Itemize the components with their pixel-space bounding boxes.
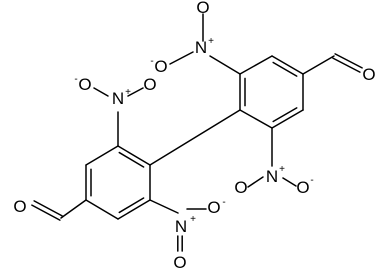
aldehyde-c-bond xyxy=(60,199,87,219)
nitro-plus: + xyxy=(125,87,131,98)
nitro-minus: - xyxy=(222,197,225,208)
nitro-nitrogen: N xyxy=(112,89,124,108)
aldehyde-double-bond xyxy=(332,57,361,73)
right-ring-double xyxy=(272,107,298,123)
nitro-bond xyxy=(149,199,179,214)
left-ring-bond xyxy=(117,199,151,220)
nitro-minus: - xyxy=(310,175,313,186)
nitro-oxygen: O xyxy=(296,178,309,197)
nitro-oxygen: O xyxy=(78,75,91,94)
nitro-oxygen: O xyxy=(154,57,167,76)
left-ring-double xyxy=(118,197,145,214)
nitro-minus: - xyxy=(150,56,153,67)
aldehyde-c-bond xyxy=(302,55,335,75)
nitro-o-bond xyxy=(93,87,109,97)
nitro-o-bond xyxy=(282,177,297,187)
nitro-o-bond xyxy=(169,51,194,65)
nitro-o-bond xyxy=(127,87,144,97)
aldehyde-double-bond xyxy=(31,204,61,221)
biaryl-bond xyxy=(149,109,241,166)
nitro-nitrogen: N xyxy=(195,38,207,57)
nitro-oxygen: O xyxy=(143,75,156,94)
nitro-plus: + xyxy=(190,214,196,225)
nitro-plus: + xyxy=(208,36,214,47)
nitro-nitrogen: N xyxy=(175,217,187,236)
bonds xyxy=(31,13,363,252)
nitro-o-bond xyxy=(247,176,264,188)
left-ring-bond xyxy=(85,145,119,166)
aldehyde-oxygen: O xyxy=(13,197,26,216)
aldehyde-double-bond xyxy=(334,53,363,69)
nitro-oxygen: O xyxy=(196,0,209,17)
nitro-oxygen: O xyxy=(173,253,186,272)
nitro-minus: - xyxy=(74,74,77,85)
nitro-nitrogen: N xyxy=(266,167,278,186)
right-ring-bond xyxy=(239,109,273,129)
aldehyde-oxygen: O xyxy=(362,65,375,84)
right-ring-bond xyxy=(239,55,273,75)
left-ring-bond xyxy=(85,199,119,220)
right-ring-bond xyxy=(271,109,304,129)
left-ring-double xyxy=(118,151,145,168)
right-ring-bond xyxy=(271,55,304,75)
aldehyde-double-bond xyxy=(33,200,63,217)
right-ring-double xyxy=(272,61,298,77)
nitro-oxygen: O xyxy=(234,178,247,197)
nitro-bond xyxy=(209,55,241,75)
left-ring-bond xyxy=(117,145,151,166)
nitro-oxygen: O xyxy=(207,198,220,217)
nitro-plus: + xyxy=(279,164,285,175)
